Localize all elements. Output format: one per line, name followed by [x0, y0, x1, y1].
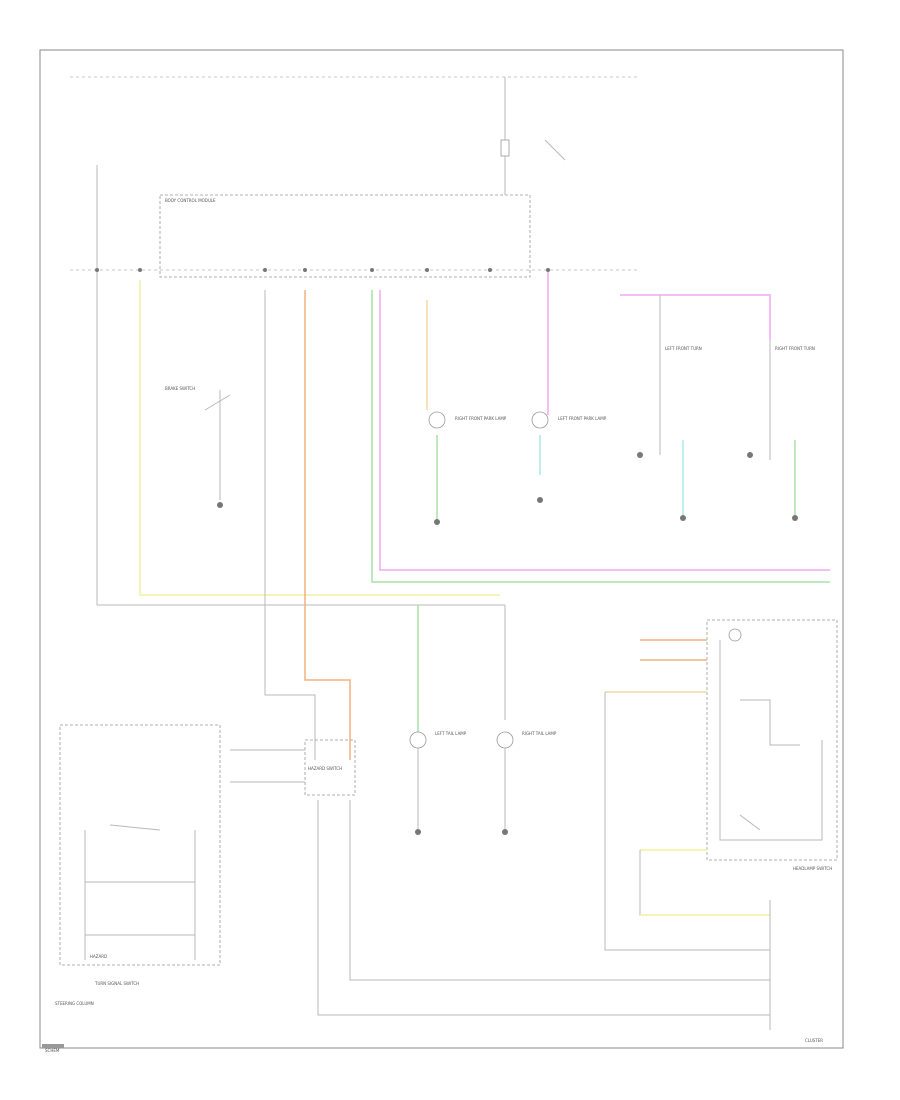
- right-front-park-label: RIGHT FRONT PARK LAMP: [455, 416, 507, 421]
- green-wire-main: [371, 290, 830, 583]
- ground-point-9: [502, 829, 508, 835]
- ground-point-2: [434, 519, 440, 525]
- bcm-pin-4: [303, 268, 307, 272]
- ground-point-8: [415, 829, 421, 835]
- yellow-wire: [139, 280, 500, 596]
- hazard-switch-label: HAZARD SWITCH: [308, 766, 342, 771]
- turn-signal-switch-label: TURN SIGNAL SWITCH: [94, 981, 139, 986]
- left-front-turn-label: LEFT FRONT TURN: [665, 346, 702, 351]
- page-code: SCHEM: [45, 1048, 60, 1053]
- page-code-bar: [42, 1044, 64, 1048]
- cluster-feed-2: [349, 800, 770, 981]
- left-tail-lamp: [409, 731, 427, 749]
- ground-point-6: [747, 452, 753, 458]
- orange-wire: [304, 290, 351, 760]
- turn-relay-box: [304, 739, 356, 796]
- hazard-label: HAZARD: [90, 954, 107, 959]
- ground-point-5: [680, 515, 686, 521]
- brake-switch-label: BRAKE SWITCH: [165, 386, 195, 391]
- bcm-pin-2: [138, 268, 142, 272]
- park-switch-contact: [544, 139, 566, 161]
- turn-signal-switch-box: [59, 724, 221, 966]
- cluster-feed-3: [317, 800, 770, 1016]
- ground-point-4: [637, 452, 643, 458]
- headlamp-switch-box: [706, 619, 838, 861]
- left-front-park-lamp: [531, 411, 549, 429]
- headlamp-switch-label: HEADLAMP SWITCH: [793, 866, 832, 871]
- ground-point-3: [537, 497, 543, 503]
- fuse: [500, 139, 510, 157]
- bcm-pin-6: [425, 268, 429, 272]
- bcm-pin-1: [95, 268, 99, 272]
- headlamp-feed-down: [604, 692, 770, 951]
- cluster-label: CLUSTER: [805, 1038, 823, 1043]
- bcm-pin-3: [263, 268, 267, 272]
- bcm-pin-5: [370, 268, 374, 272]
- headlamp-switch-lower: [739, 814, 761, 831]
- left-tail-label: LEFT TAIL LAMP: [435, 731, 467, 736]
- ground-point-1: [217, 502, 223, 508]
- steering-column-label: STEERING COLUMN: [55, 1001, 94, 1006]
- bcm-pin-8: [546, 268, 550, 272]
- pink-wire-right: [620, 294, 771, 340]
- brake-switch-contact: [204, 394, 231, 411]
- pink-wire: [379, 290, 830, 571]
- body-control-module-box: [159, 194, 531, 278]
- right-front-park-lamp: [428, 411, 446, 429]
- bcm-pin-7: [488, 268, 492, 272]
- switch-contact-1: [109, 824, 161, 831]
- ground-point-7: [792, 515, 798, 521]
- headlamp-indicator: [728, 628, 742, 642]
- right-tail-label: RIGHT TAIL LAMP: [522, 731, 557, 736]
- right-front-turn-label: RIGHT FRONT TURN: [775, 346, 815, 351]
- headlamp-switch-circuit: [719, 640, 823, 841]
- bcm-label: BODY CONTROL MODULE: [165, 198, 216, 203]
- right-tail-lamp: [496, 731, 514, 749]
- headlamp-switch-contact: [740, 699, 800, 746]
- diagram-frame: [39, 49, 844, 1049]
- grey-wire-1: [264, 290, 316, 760]
- left-front-park-label: LEFT FRONT PARK LAMP: [558, 416, 607, 421]
